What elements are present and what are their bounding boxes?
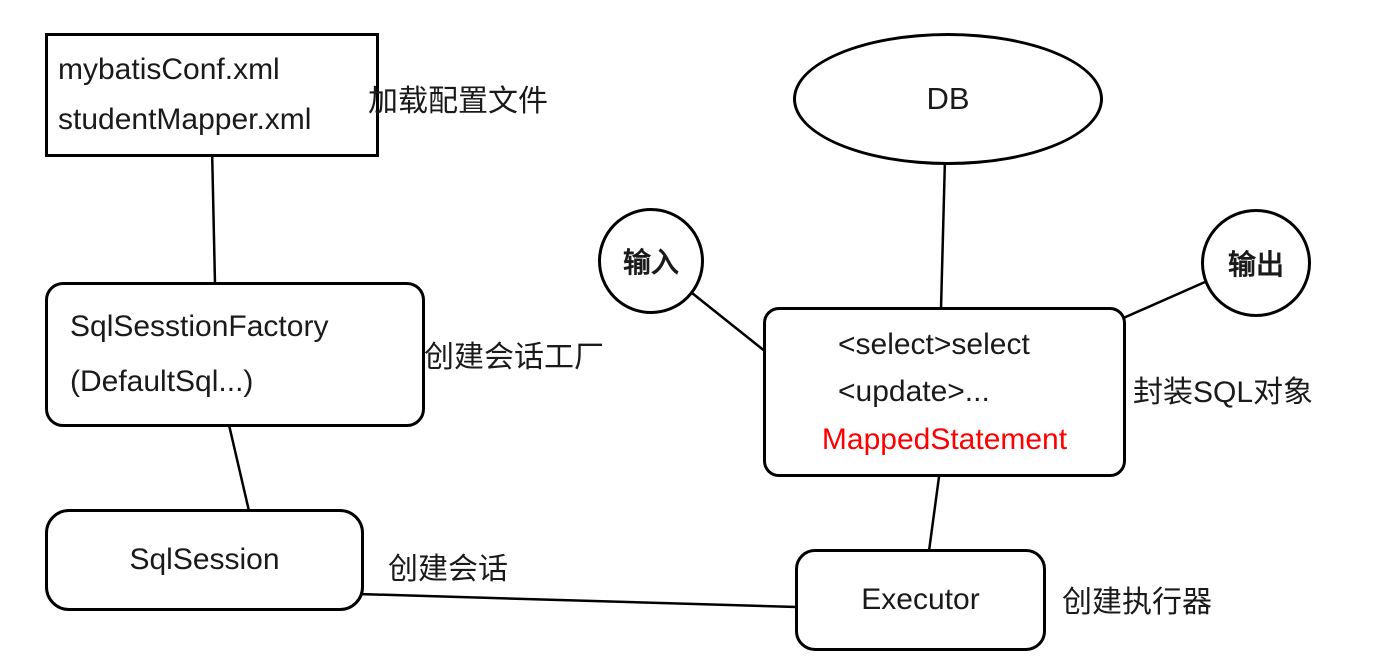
factory-line2: (DefaultSql...) [70, 365, 254, 398]
connector-output-to-mapped [1111, 280, 1206, 325]
mapped-line2: <update>... [838, 375, 990, 408]
create-executor-label: 创建执行器 [1062, 586, 1212, 619]
output-label: 输出 [1227, 249, 1284, 280]
sql-session-factory-box: SqlSesstionFactory (DefaultSql...) [45, 282, 425, 427]
mapped-statement-box: <select>select <update>... MappedStateme… [763, 307, 1126, 477]
wrap-sql-label: 封装SQL对象 [1133, 376, 1314, 409]
mapped-line1: <select>select [838, 327, 1030, 361]
sql-session-box: SqlSession [45, 509, 364, 611]
output-circle: 输出 [1201, 209, 1311, 317]
db-ellipse: DB [793, 33, 1103, 165]
connector-config-to-factory [210, 146, 217, 285]
mapped-statement-highlight: MappedStatement [821, 422, 1068, 456]
executor-box: Executor [795, 549, 1046, 651]
connector-factory-to-session [224, 411, 251, 512]
input-label: 输入 [622, 247, 679, 278]
session-label: SqlSession [129, 543, 280, 576]
create-factory-label: 创建会话工厂 [424, 341, 604, 374]
executor-label: Executor [861, 583, 980, 616]
config-file-line1: mybatisConf.xml [58, 53, 280, 87]
db-label: DB [926, 81, 970, 116]
input-circle: 输入 [598, 208, 704, 314]
factory-line1: SqlSesstionFactory [70, 310, 329, 343]
load-config-label: 加载配置文件 [368, 85, 548, 118]
config-files-box: mybatisConf.xml studentMapper.xml [45, 33, 379, 157]
connector-db-to-mapped [939, 157, 947, 310]
connector-session-to-executor [357, 592, 798, 609]
config-file-line2: studentMapper.xml [58, 102, 312, 136]
create-session-label: 创建会话 [388, 553, 508, 586]
connector-input-to-mapped [686, 288, 767, 353]
